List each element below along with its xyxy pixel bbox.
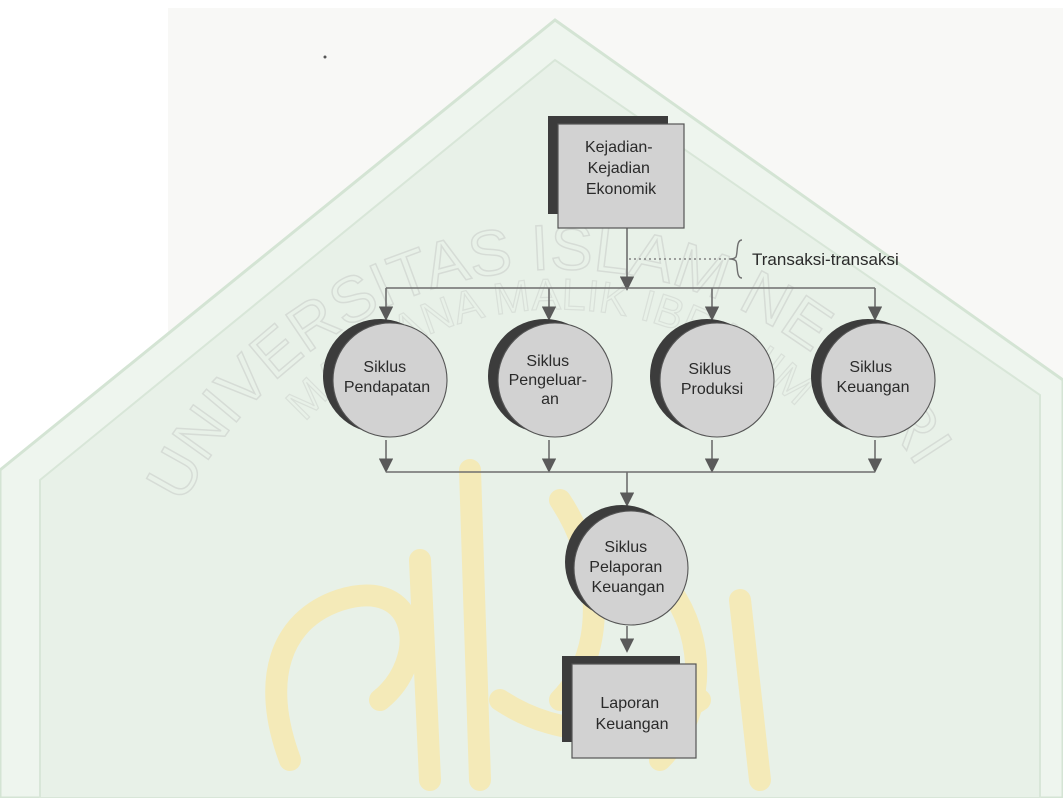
source-line-3: Ekonomik xyxy=(586,181,657,198)
output-box: Laporan Keuangan xyxy=(562,656,697,759)
cycle2-line-1: Siklus xyxy=(526,353,569,370)
output-box-face xyxy=(571,663,697,759)
cycle3-label: Siklus Produksi xyxy=(681,361,743,398)
cycle2-face xyxy=(497,322,613,438)
cycle-pelaporan-keuangan: Siklus Pelaporan Keuangan xyxy=(565,505,689,626)
cycle1-line-1: Siklus xyxy=(363,359,406,376)
cycle1-label: Siklus Pendapatan xyxy=(344,359,430,396)
cycle-keuangan: Siklus Keuangan xyxy=(811,319,936,438)
cycle-produksi: Siklus Produksi xyxy=(650,319,775,438)
scan-speck xyxy=(323,55,327,59)
cycle2-line-2: Pengeluar- xyxy=(509,372,587,389)
cycle3-line-1: Siklus xyxy=(688,361,731,378)
output-box-label: Laporan Keuangan xyxy=(596,695,669,733)
source-line-1: Kejadian- xyxy=(585,139,653,156)
cycle4-face xyxy=(820,322,936,438)
reporting-line-1: Siklus xyxy=(604,539,647,556)
source-box-label: Kejadian- Kejadian Ekonomik xyxy=(585,139,657,198)
source-box-face xyxy=(557,123,685,229)
reporting-line-3: Keuangan xyxy=(592,579,665,596)
cycle3-face xyxy=(659,322,775,438)
cycle4-line-2: Keuangan xyxy=(837,379,910,396)
cycle1-line-2: Pendapatan xyxy=(344,379,430,396)
source-line-2: Kejadian xyxy=(588,160,650,177)
reporting-label: Siklus Pelaporan Keuangan xyxy=(589,539,666,596)
annotation-brace xyxy=(729,239,743,279)
connectors xyxy=(378,228,883,653)
cycle4-line-1: Siklus xyxy=(849,359,892,376)
cycle-pengeluaran: Siklus Pengeluar- an xyxy=(488,319,613,438)
reporting-face xyxy=(573,510,689,626)
annotation-label: Transaksi-transaksi xyxy=(752,250,899,269)
reporting-line-2: Pelaporan xyxy=(589,559,662,576)
source-box: Kejadian- Kejadian Ekonomik xyxy=(548,116,685,229)
cycle1-face xyxy=(332,322,448,438)
cycle2-label: Siklus Pengeluar- an xyxy=(509,353,592,408)
cycle3-line-2: Produksi xyxy=(681,381,743,398)
cycle2-line-3: an xyxy=(541,391,559,408)
cycle4-label: Siklus Keuangan xyxy=(837,359,910,396)
cycle-pendapatan: Siklus Pendapatan xyxy=(323,319,448,438)
output-line-2: Keuangan xyxy=(596,716,669,733)
output-line-1: Laporan xyxy=(600,695,659,712)
